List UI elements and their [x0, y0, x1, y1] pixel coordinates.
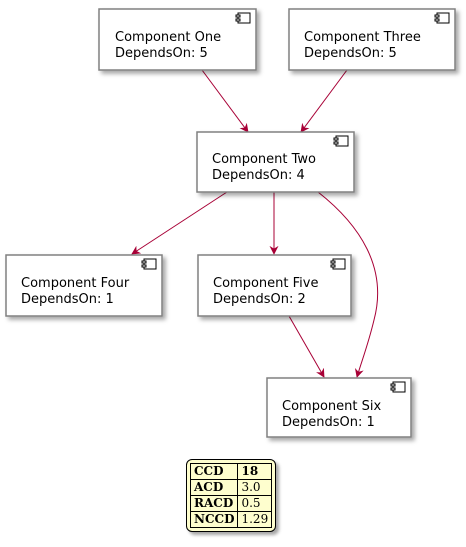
component-icon: [333, 135, 349, 147]
component-depends: DependsOn: 1: [282, 415, 375, 430]
edge-two-to-six: [317, 191, 379, 378]
edge-one-to-two: [201, 69, 249, 133]
metrics-row: RACD 0.5: [189, 495, 273, 512]
component-six: Component Six DependsOn: 1: [266, 377, 412, 438]
component-depends: DependsOn: 1: [21, 292, 114, 307]
metric-key: RACD: [189, 495, 239, 512]
metric-key: CCD: [189, 463, 239, 480]
metric-key: NCCD: [189, 511, 239, 528]
metrics-legend: CCD 18 ACD 3.0 RACD 0.5 NCCD 1.29: [186, 459, 277, 532]
component-name: Component Two: [212, 152, 316, 167]
component-icon: [141, 258, 157, 270]
component-two: Component Two DependsOn: 4: [196, 131, 355, 193]
component-icon: [434, 12, 450, 24]
metrics-row: ACD 3.0: [189, 479, 273, 496]
component-five: Component Five DependsOn: 2: [197, 254, 352, 317]
metrics-row: NCCD 1.29: [189, 511, 273, 528]
edges: [131, 69, 379, 378]
component-name: Component One: [115, 30, 221, 45]
component-one: Component One DependsOn: 5: [98, 8, 257, 71]
component-name: Component Four: [21, 276, 130, 291]
component-name: Component Five: [213, 276, 318, 291]
component-four: Component Four DependsOn: 1: [5, 254, 163, 317]
component-three: Component Three DependsOn: 5: [288, 8, 456, 71]
component-depends: DependsOn: 5: [304, 46, 397, 61]
metric-value: 0.5: [237, 495, 273, 512]
component-depends: DependsOn: 2: [213, 292, 306, 307]
component-icon: [330, 258, 346, 270]
component-name: Component Six: [282, 399, 381, 414]
component-icon: [390, 381, 406, 393]
metric-value: 1.29: [237, 511, 273, 528]
edge-three-to-two: [300, 69, 348, 133]
metrics-table: CCD 18 ACD 3.0 RACD 0.5 NCCD 1.29: [189, 463, 273, 528]
metric-key: ACD: [189, 479, 239, 496]
metrics-row: CCD 18: [189, 463, 273, 480]
edge-two-to-four: [131, 191, 228, 255]
component-name: Component Three: [304, 30, 421, 45]
edge-five-to-six: [288, 315, 325, 378]
component-depends: DependsOn: 4: [212, 168, 305, 183]
metric-value: 3.0: [237, 479, 273, 496]
component-depends: DependsOn: 5: [115, 46, 208, 61]
component-icon: [235, 12, 251, 24]
metric-value: 18: [237, 463, 273, 480]
